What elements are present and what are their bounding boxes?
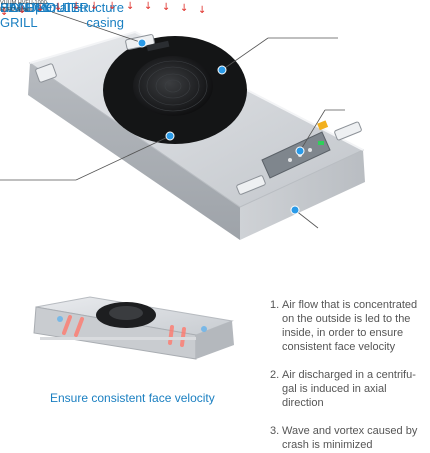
airflow-arrow-icon: ↓ (54, 2, 63, 13)
handle-dot (137, 38, 147, 48)
note-1: 1. Air flow that is concentrated on the … (270, 298, 430, 354)
controller-panel (261, 131, 331, 179)
handle-front-left (236, 175, 266, 195)
casing-dot (290, 205, 300, 215)
casing-side-left (28, 63, 240, 240)
safety-grill (133, 56, 213, 116)
callout-optimal-line2: casing (86, 15, 124, 30)
airflow-arrow-icon: ↓ (18, 5, 27, 16)
callout-bell-mouth: BELL MOUTH (0, 0, 83, 15)
airflow-arrow-icon: ↓ (0, 7, 9, 18)
note-1-line: inside, in order to ensure (282, 327, 404, 339)
casing-front (240, 150, 365, 240)
airflow-arrow-icon: ↓ (198, 5, 207, 16)
safety-grill-dot (217, 65, 227, 75)
cutaway-front (196, 321, 234, 359)
handle-front-right (334, 121, 362, 141)
airflow-arrow-icon: ↓ (108, 1, 117, 12)
note-1-line: Air flow that is concentrated (282, 299, 418, 311)
note-1-number: 1. (270, 299, 280, 311)
brand-plate (146, 40, 170, 52)
note-2-line: gal is induced in axial (282, 383, 387, 395)
airflow-arrows: ↓ ↓ ↓ ↓ ↓ ↓ ↓ ↓ ↓ ↓ ↓ ↓ (0, 0, 240, 22)
bell-mouth-dot (165, 131, 175, 141)
airflow-arrow-icon: ↓ (144, 1, 153, 12)
note-2-line: Air discharged in a centrifu- (282, 369, 416, 381)
airflow-cutaway-illustration (33, 296, 234, 360)
note-1-line: on the outside is led to the (282, 313, 411, 325)
handle-left (35, 63, 57, 83)
product-model: VUUM HVFU-1000 (0, 0, 47, 6)
airflow-arrow-icon: ↓ (36, 3, 45, 14)
callout-optimal-casing: Optimal structure casing (0, 0, 124, 30)
airflow-arrow-icon: ↓ (72, 1, 81, 12)
controller-dot (295, 146, 305, 156)
note-2-line: direction (282, 397, 324, 409)
product-model-caption: VUUM HVFU-1000 HVFU Series (0, 0, 47, 14)
note-1-line: consistent face velocity (282, 341, 396, 353)
note-3: 3. Wave and vortex caused by crash is mi… (270, 424, 430, 452)
note-3-number: 3. (270, 425, 280, 437)
product-series: HVFU Series (0, 7, 33, 13)
airflow-arrow-icon: ↓ (126, 1, 135, 12)
ffu-product-illustration (0, 11, 365, 240)
warning-label (317, 120, 329, 131)
note-2: 2. Air discharged in a centrifu- gal is … (270, 368, 430, 410)
airflow-arrow-icon: ↓ (90, 1, 99, 12)
note-3-line: Wave and vortex caused by (282, 425, 418, 437)
callout-safety-grill: SAFETY GRILL (0, 0, 51, 30)
airflow-arrow-icon: ↓ (180, 3, 189, 14)
airflow-caption: Ensure consistent face velocity (50, 391, 215, 405)
callout-optimal-line1: Optimal structure (25, 0, 124, 15)
airflow-arrow-icon: ↓ (162, 2, 171, 13)
callout-controller: CONTROLLER (0, 0, 89, 15)
note-3-line: crash is minimized (282, 439, 373, 451)
callout-handle: HANDLE (0, 0, 53, 15)
note-2-number: 2. (270, 369, 280, 381)
